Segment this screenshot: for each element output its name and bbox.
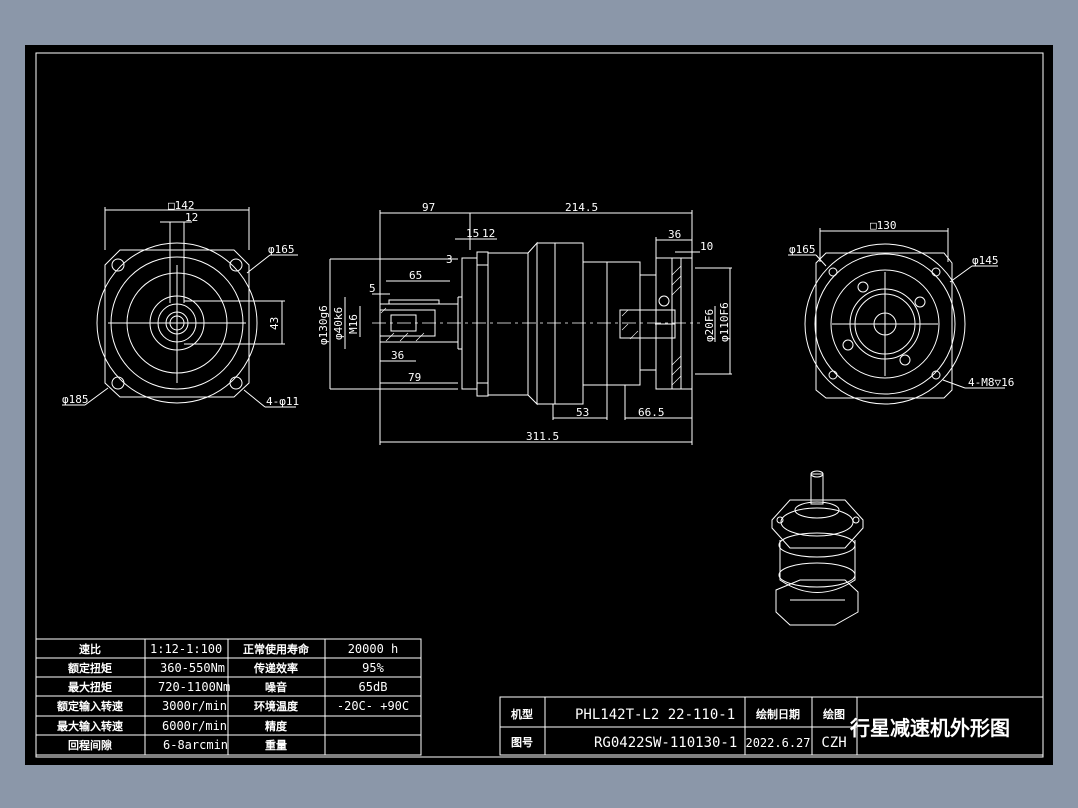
drawn-by: CZH (821, 735, 846, 751)
spec-row: 最大扭矩 720-1100Nm 噪音 65dB (68, 680, 387, 694)
spec-label2: 正常使用寿命 (243, 642, 310, 656)
spec-row: 速比 1:12-1:100 正常使用寿命 20000 h (79, 642, 398, 656)
dim-36-input: 36 (668, 228, 681, 241)
dim-rear-holes: 4-M8▽16 (968, 376, 1014, 389)
spec-label: 额定输入转速 (57, 699, 123, 713)
drawing-no-label: 图号 (511, 736, 533, 749)
spec-label2: 环境温度 (254, 699, 299, 713)
dim-rear-phi165: φ165 (789, 243, 816, 256)
spec-value: 3000r/min (162, 699, 227, 713)
dim-3: 3 (446, 253, 453, 266)
drawing-border (35, 52, 1044, 758)
dim-phi130: φ130g6 (317, 305, 330, 345)
dim-phi40: φ40k6 (332, 307, 345, 340)
date-value: 2022.6.27 (745, 736, 810, 750)
dim-holes: 4-φ11 (266, 395, 299, 408)
spec-label: 速比 (79, 642, 101, 656)
dim-5: 5 (369, 282, 376, 295)
spec-label: 最大扭矩 (68, 680, 112, 694)
spec-value2: -20C- +90C (337, 699, 409, 713)
dim-phi165: φ165 (268, 243, 295, 256)
spec-table: 速比 1:12-1:100 正常使用寿命 20000 h 额定扭矩 360-55… (35, 638, 422, 756)
dim-square-142: □142 (168, 199, 195, 212)
spec-row: 额定输入转速 3000r/min 环境温度 -20C- +90C (57, 699, 409, 713)
drawing-canvas (25, 45, 1053, 765)
date-label: 绘制日期 (756, 707, 800, 721)
dim-phi185: φ185 (62, 393, 89, 406)
dim-square-130: □130 (870, 219, 897, 232)
spec-value2: 65dB (359, 680, 388, 694)
dim-15: 15 (466, 227, 479, 240)
dim-311-5: 311.5 (526, 430, 559, 443)
dim-53: 53 (576, 406, 589, 419)
dim-12: 12 (482, 227, 495, 240)
dim-m16: M16 (347, 314, 360, 334)
drawing-no-value: RG0422SW-110130-1 (594, 735, 737, 751)
dim-10: 10 (700, 240, 713, 253)
dim-79: 79 (408, 371, 421, 384)
spec-label2: 重量 (265, 738, 287, 752)
model-label: 机型 (511, 707, 533, 721)
dim-43: 43 (268, 317, 281, 330)
dim-214-5: 214.5 (565, 201, 598, 214)
front-view: □142 12 φ165 φ185 4-φ11 43 (62, 199, 299, 408)
drawing-title: 行星减速机外形图 (849, 716, 1010, 740)
spec-value: 360-550Nm (160, 661, 225, 675)
spec-label: 回程间隙 (68, 738, 112, 752)
dim-phi110: φ110F6 (718, 302, 731, 342)
spec-value2: 95% (362, 661, 384, 675)
spec-row: 最大输入转速 6000r/min 精度 (57, 719, 288, 733)
spec-value: 6-8arcmin (163, 738, 228, 752)
spec-value: 1:12-1:100 (150, 642, 222, 656)
rear-view: □130 φ165 φ145 4-M8▽16 (788, 219, 1014, 405)
model-value: PHL142T-L2 22-110-1 (575, 707, 735, 723)
spec-label: 最大输入转速 (57, 719, 123, 733)
isometric-view (771, 470, 864, 626)
spec-value2: 20000 h (348, 642, 399, 656)
dim-rear-phi145: φ145 (972, 254, 999, 267)
dim-65: 65 (409, 269, 422, 282)
dim-66-5: 66.5 (638, 406, 665, 419)
dim-key-12: 12 (185, 211, 198, 224)
title-block: 机型 PHL142T-L2 22-110-1 图号 RG0422SW-11013… (499, 696, 1044, 756)
spec-label2: 传递效率 (253, 661, 298, 675)
dim-phi20: φ20F6 (703, 309, 716, 342)
spec-label2: 精度 (265, 719, 288, 733)
spec-value: 720-1100Nm (158, 680, 230, 694)
dim-36-shaft: 36 (391, 349, 404, 362)
spec-label: 额定扭矩 (68, 661, 112, 675)
side-view: 97 214.5 15 12 3 65 5 36 79 311.5 53 66.… (317, 201, 732, 445)
drawn-label: 绘图 (823, 707, 845, 721)
dim-97: 97 (422, 201, 435, 214)
spec-value: 6000r/min (162, 719, 227, 733)
spec-label2: 噪音 (265, 680, 287, 694)
spec-row: 额定扭矩 360-550Nm 传递效率 95% (68, 661, 385, 675)
spec-row: 回程间隙 6-8arcmin 重量 (68, 738, 287, 752)
